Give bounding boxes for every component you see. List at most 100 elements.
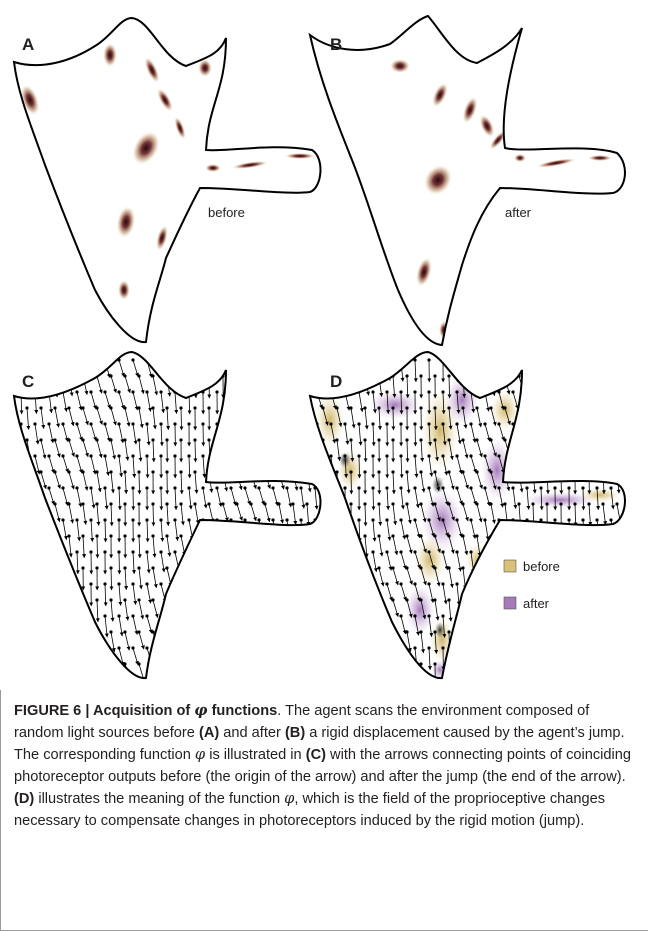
arrow-origin-dot <box>39 662 42 665</box>
phi-arrow <box>611 680 613 690</box>
arrow-origin-dot <box>47 518 50 521</box>
phi-arrow <box>345 584 348 604</box>
arrow-origin-dot <box>159 678 162 681</box>
arrow-origin-dot <box>525 358 528 361</box>
phi-arrow <box>41 408 44 429</box>
phi-arrow <box>27 408 29 429</box>
phi-arrow <box>365 408 367 429</box>
phi-arrow <box>181 376 183 397</box>
arrow-origin-dot <box>587 598 590 601</box>
arrow-origin-dot <box>305 566 308 569</box>
phi-arrow <box>55 504 60 522</box>
phi-arrow <box>589 600 594 617</box>
phi-arrow <box>337 600 340 620</box>
arrow-origin-dot <box>399 678 402 681</box>
arrow-origin-dot <box>553 646 556 649</box>
arrow-origin-dot <box>517 630 520 633</box>
phi-arrow <box>91 360 95 379</box>
arrow-origin-dot <box>319 566 322 569</box>
phi-arrow <box>147 456 148 478</box>
arrow-origin-dot <box>285 550 288 553</box>
phi-arrow <box>77 360 80 380</box>
arrow-origin-dot <box>559 406 562 409</box>
phi-arrow <box>287 488 291 507</box>
arrow-origin-dot <box>319 470 322 473</box>
phi-arrow <box>91 616 92 638</box>
arrow-origin-dot <box>595 614 598 617</box>
phi-arrow <box>315 616 317 637</box>
arrow-origin-dot <box>53 566 56 569</box>
phi-arrow <box>209 536 214 553</box>
phi-arrow <box>21 648 22 670</box>
phi-arrow <box>133 392 137 410</box>
phi-arrow <box>387 552 391 570</box>
arrow-origin-dot <box>497 582 500 585</box>
phi-arrow <box>147 680 152 690</box>
phi-arrow <box>259 552 262 572</box>
arrow-origin-dot <box>39 598 42 601</box>
arrow-origin-dot <box>33 486 36 489</box>
phi-arrow <box>519 440 523 458</box>
phi-arrow <box>251 600 252 622</box>
arrow-origin-dot <box>249 566 252 569</box>
phi-arrow <box>49 584 50 606</box>
phi-arrow <box>189 488 191 509</box>
arrow-origin-dot <box>399 646 402 649</box>
phi-arrow <box>421 440 422 462</box>
arrow-origin-dot <box>285 582 288 585</box>
phi-arrow <box>279 536 281 557</box>
arrow-origin-dot <box>291 566 294 569</box>
phi-arrow <box>245 584 247 605</box>
arrow-origin-dot <box>461 598 464 601</box>
phi-arrow <box>251 376 252 398</box>
phi-arrow <box>373 520 375 541</box>
arrow-origin-dot <box>193 598 196 601</box>
phi-arrow <box>223 408 224 430</box>
arrow-origin-dot <box>525 390 528 393</box>
panel-caption-before: before <box>208 205 245 220</box>
phi-arrow <box>491 664 493 685</box>
phi-arrow <box>231 424 233 445</box>
phi-arrow <box>527 424 532 442</box>
phi-arrow <box>217 584 221 602</box>
phi-arrow <box>265 504 270 522</box>
phi-arrow <box>237 568 241 587</box>
arrow-origin-dot <box>271 678 274 681</box>
phi-arrow <box>407 504 411 524</box>
phi-arrow <box>69 504 73 523</box>
phi-arrow <box>569 584 573 603</box>
phi-arrow <box>321 472 323 493</box>
phi-arrow <box>83 632 84 654</box>
phi-arrow <box>167 536 170 556</box>
phi-arrow <box>401 648 404 668</box>
arrow-origin-dot <box>53 534 56 537</box>
arrow-origin-dot <box>629 438 632 441</box>
phi-arrow <box>561 408 564 428</box>
phi-arrow <box>237 472 242 490</box>
caption-ref-b: (B) <box>285 725 305 741</box>
phi-arrow <box>471 680 472 690</box>
phi-arrow <box>491 536 493 557</box>
phi-arrow <box>203 520 207 538</box>
arrow-origin-dot <box>357 678 360 681</box>
phi-arrow <box>583 584 588 602</box>
phi-arrow <box>321 632 324 652</box>
arrow-origin-dot <box>581 614 584 617</box>
phi-arrow <box>393 600 398 617</box>
phi-arrow <box>499 648 501 669</box>
arrow-origin-dot <box>243 614 246 617</box>
arrow-origin-dot <box>587 406 590 409</box>
phi-arrow <box>167 664 171 683</box>
arrow-origin-dot <box>623 550 626 553</box>
phi-arrow <box>217 648 218 670</box>
phi-arrow <box>293 440 298 457</box>
arrow-origin-dot <box>511 550 514 553</box>
phi-arrow <box>393 632 397 650</box>
phi-arrow <box>301 520 302 542</box>
phi-arrow <box>77 552 78 574</box>
arrow-origin-dot <box>545 470 548 473</box>
phi-arrow <box>499 360 502 380</box>
arrow-origin-dot <box>483 390 486 393</box>
arrow-origin-dot <box>249 630 252 633</box>
phi-arrow <box>317 648 321 667</box>
